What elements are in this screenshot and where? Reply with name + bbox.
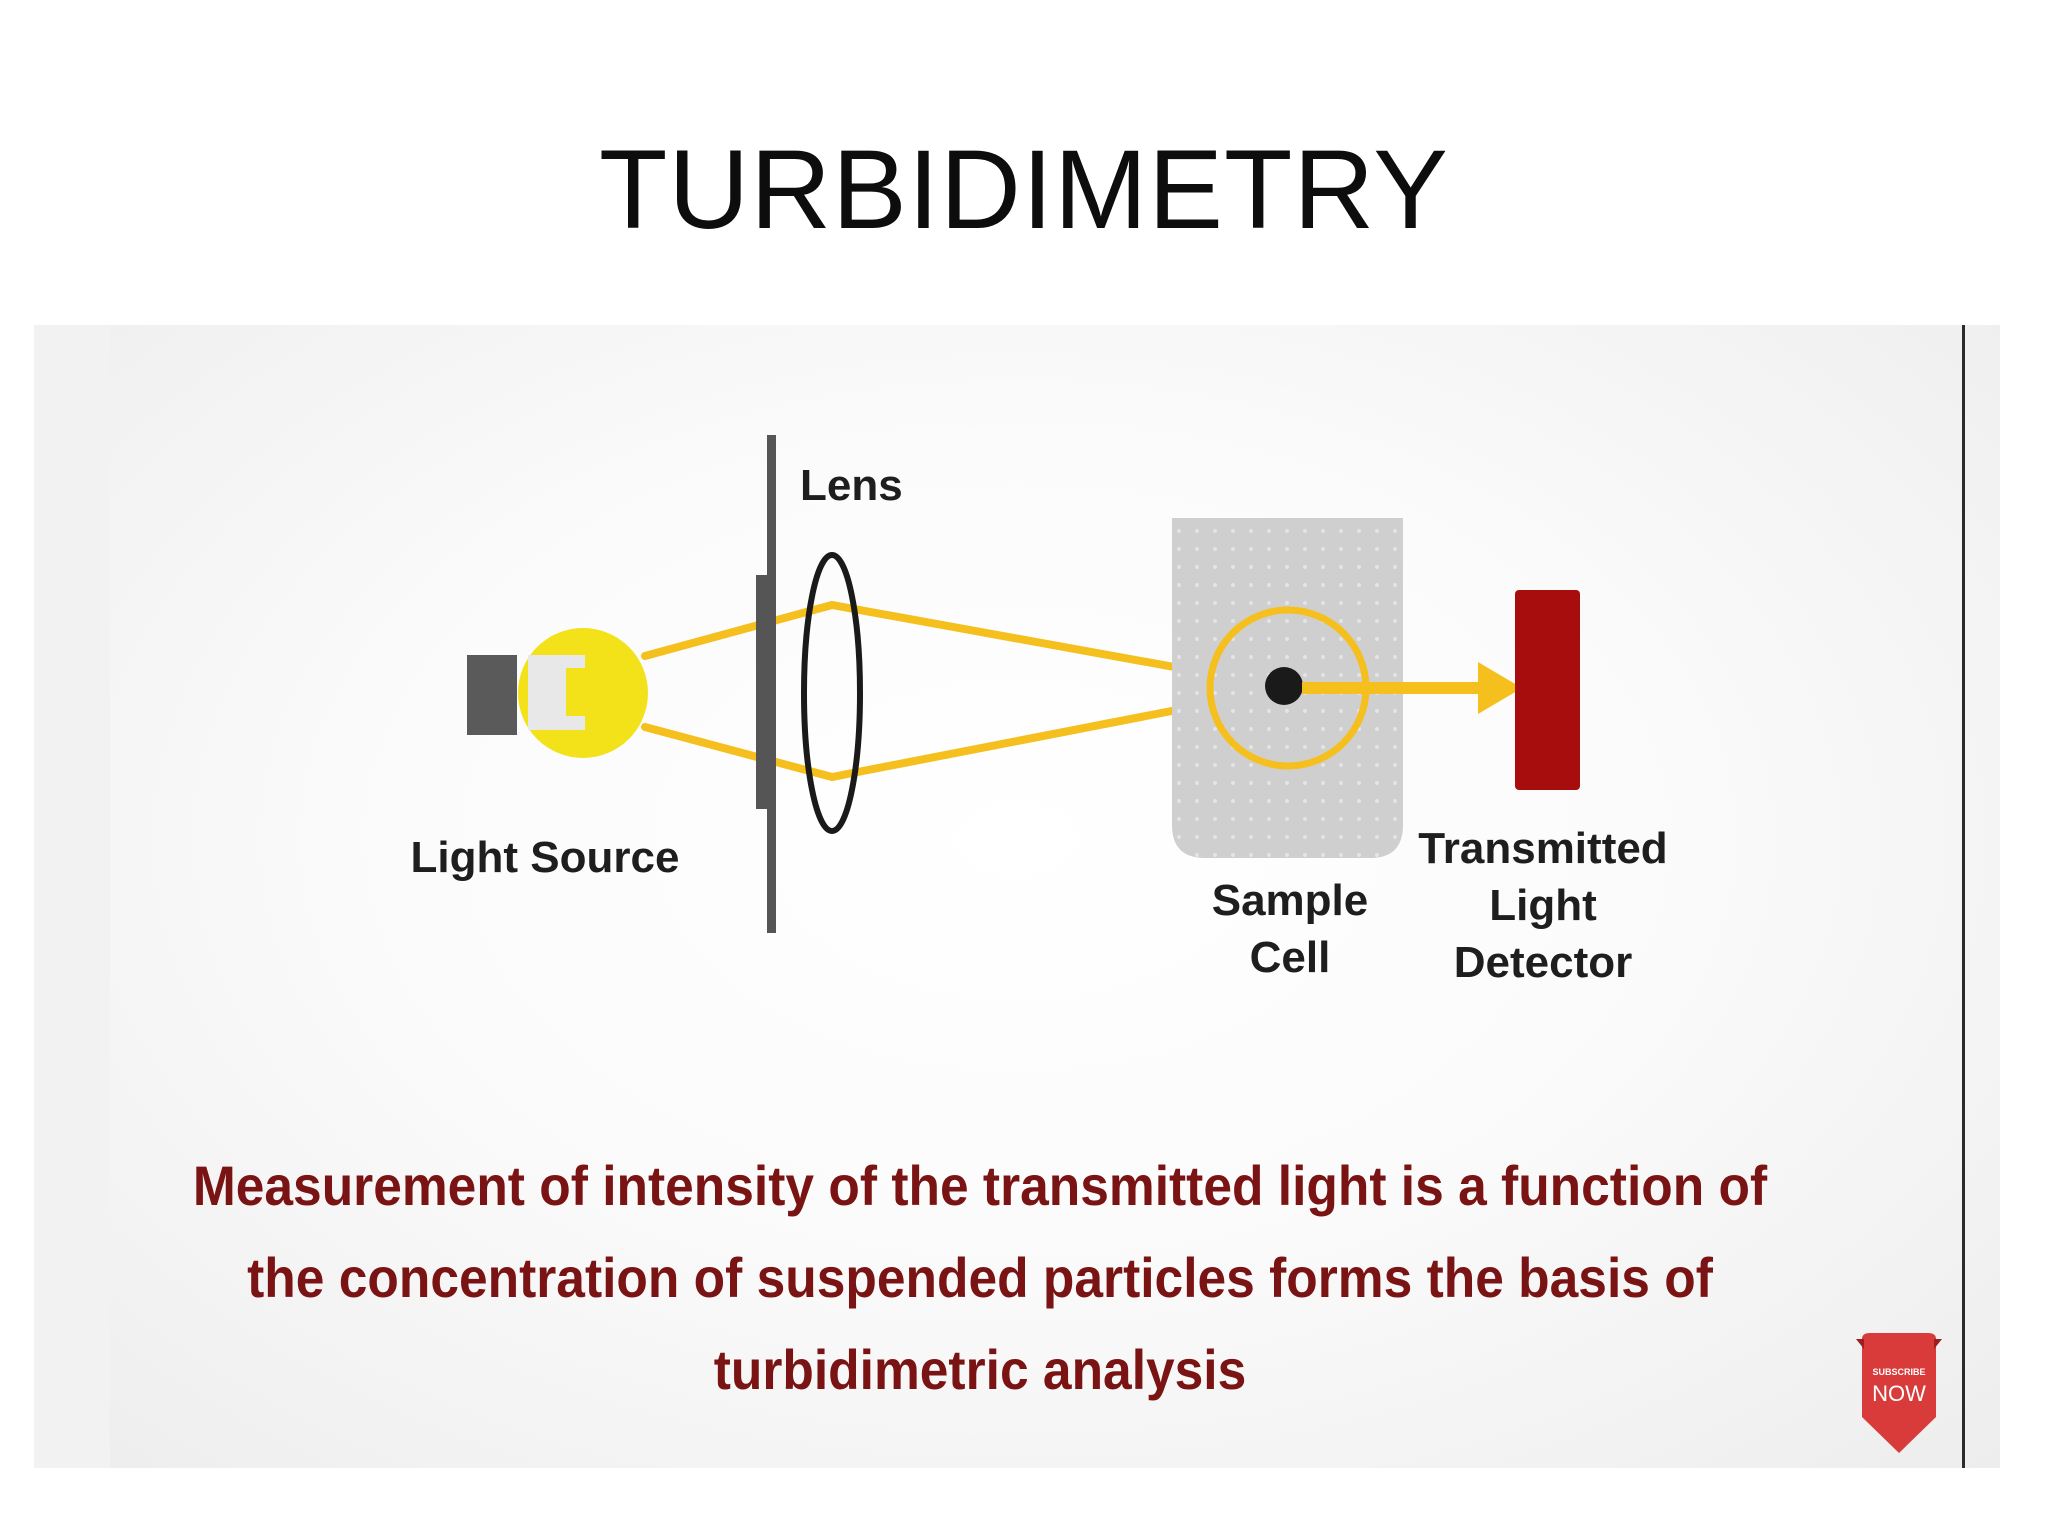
badge-main-text: NOW xyxy=(1872,1381,1926,1406)
aperture-slit xyxy=(756,575,767,809)
lens xyxy=(801,552,863,834)
label-sample-cell-2: Cell xyxy=(1250,933,1331,982)
light-source xyxy=(467,628,648,758)
arrow-head-icon xyxy=(1478,662,1522,714)
badge-small-text: SUBSCRIBE xyxy=(1872,1367,1925,1377)
bulb-socket xyxy=(528,655,585,730)
label-detector-2: Light xyxy=(1489,881,1597,930)
aperture-bar xyxy=(767,435,776,933)
light-beam xyxy=(641,600,1294,782)
lamp-base xyxy=(467,655,517,735)
label-light-source: Light Source xyxy=(411,833,680,882)
frame-right-rule xyxy=(1962,325,1965,1468)
upper-beam xyxy=(641,600,1294,692)
caption: Measurement of intensity of the transmit… xyxy=(192,1154,1768,1401)
label-detector-3: Detector xyxy=(1454,938,1633,987)
slide-title: TURBIDIMETRY xyxy=(599,127,1449,252)
diagram-frame xyxy=(34,325,2000,1468)
subscribe-badge[interactable]: SUBSCRIBE NOW xyxy=(1856,1333,1942,1455)
particle xyxy=(1265,667,1303,705)
frame-left-band xyxy=(34,325,110,1468)
detector xyxy=(1515,590,1580,790)
badge-ribbon-icon xyxy=(1862,1333,1936,1453)
label-sample-cell-1: Sample xyxy=(1212,876,1369,925)
label-lens: Lens xyxy=(800,461,903,510)
aperture xyxy=(756,435,776,933)
lower-beam xyxy=(641,684,1294,782)
transmitted-beam xyxy=(1302,662,1522,714)
label-detector-1: Transmitted xyxy=(1418,824,1667,873)
